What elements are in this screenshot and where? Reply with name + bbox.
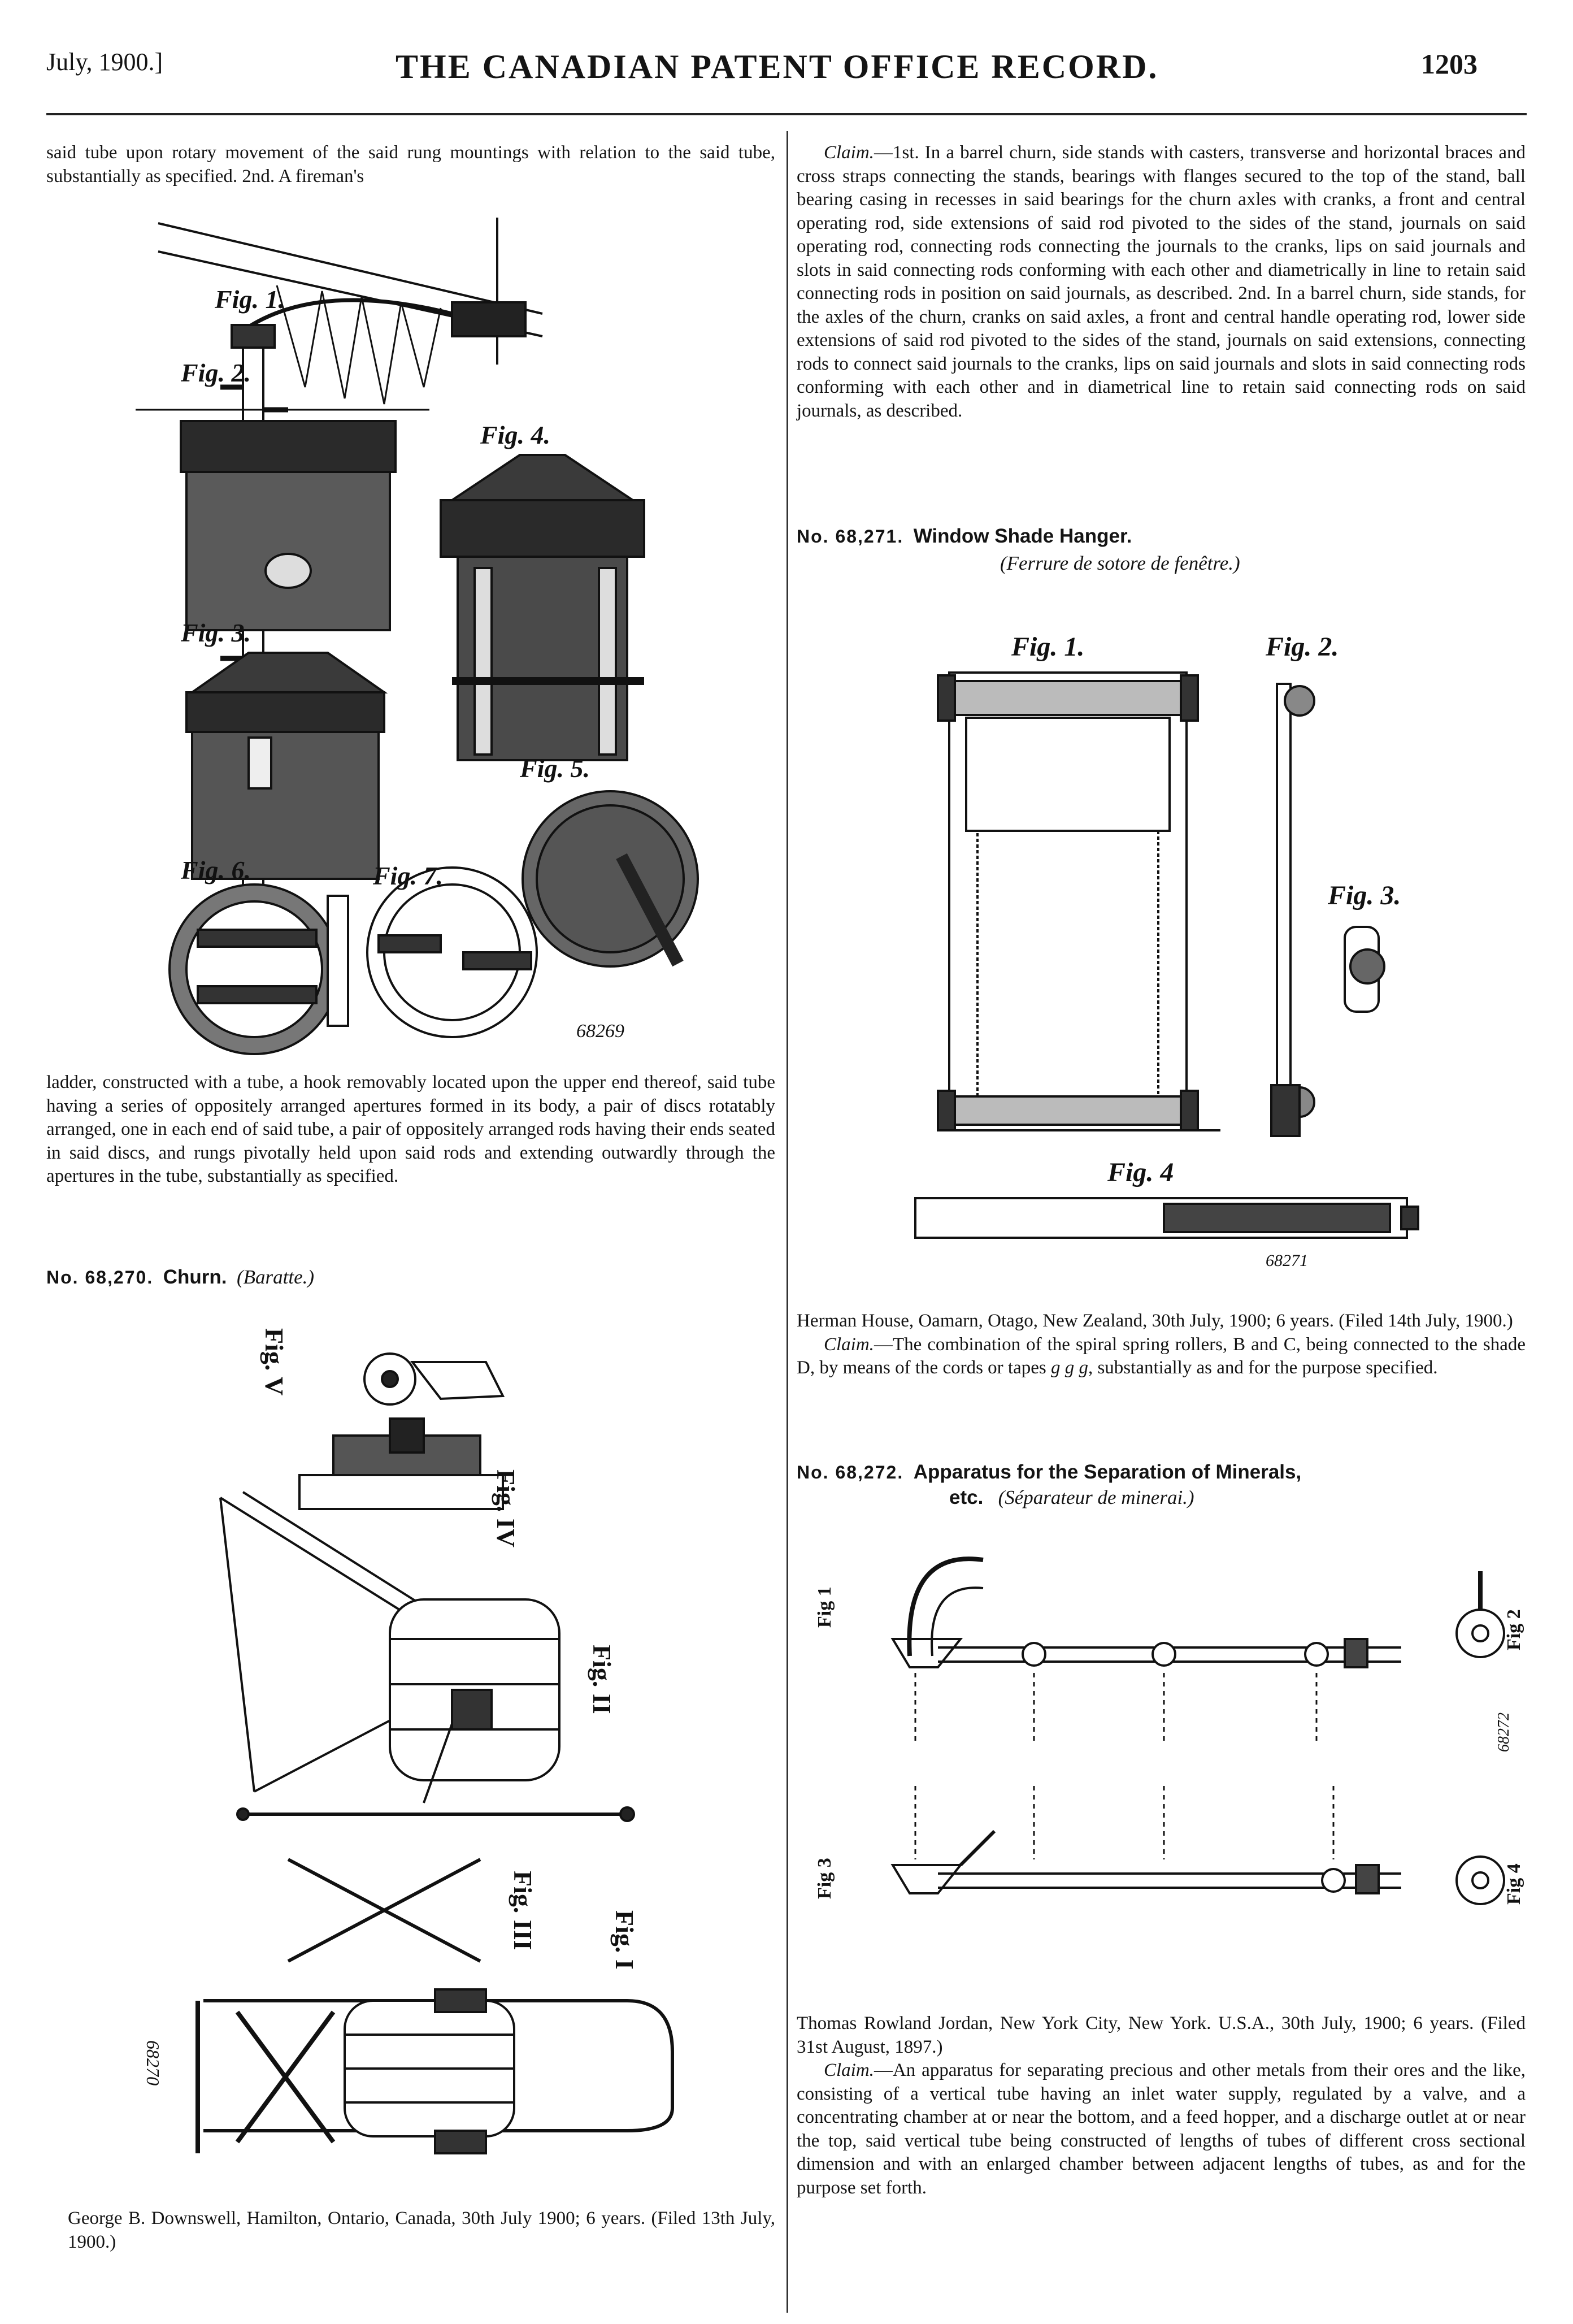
ladder-fig-1-label: Fig. 1. — [214, 285, 285, 314]
ladder-fig-7-label: Fig. 7. — [372, 861, 443, 890]
ladder-patent-drawing: Fig. 1. Fig. 2. Fig. 3. Fig. 4. Fig. 5. … — [136, 218, 699, 1055]
header-date: July, 1900.] — [46, 48, 163, 76]
patent-68271-translation: (Ferrure de sotore de fenêtre.) — [1000, 552, 1240, 574]
patent-68272-translation: (Séparateur de minerai.) — [998, 1486, 1194, 1508]
shade-fig-1-label: Fig. 1. — [1011, 632, 1084, 662]
ladder-fig-6-label: Fig. 6. — [180, 856, 251, 884]
patent-68270-claim: Claim.—1st. In a barrel churn, side stan… — [797, 142, 1526, 421]
ladder-fig-4-label: Fig. 4. — [480, 420, 550, 449]
patent-68270-heading: No. 68,270. Churn. (Baratte.) — [46, 1265, 314, 1290]
separator-fig-4-label: Fig 4 — [1504, 1863, 1524, 1905]
churn-fig-4-label: Fig. IV — [492, 1469, 520, 1547]
shade-drawing-number: 68271 — [1266, 1251, 1308, 1270]
patent-68272-claim: Claim.—An apparatus for separating preci… — [797, 2060, 1526, 2198]
patent-68271-inventor: Herman House, Oamarn, Otago, New Zealand… — [797, 1311, 1513, 1331]
patent-68271-details: Herman House, Oamarn, Otago, New Zealand… — [797, 1310, 1526, 1380]
churn-fig-5-label: Fig. V — [260, 1328, 289, 1395]
shade-fig-3-label: Fig. 3. — [1327, 881, 1401, 910]
patent-68271-number: No. 68,271. — [797, 526, 904, 547]
ladder-fig-5-label: Fig. 5. — [519, 754, 590, 783]
left-intro-text: said tube upon rotary movement of the sa… — [46, 142, 775, 187]
patent-68270-inventor: George B. Downswell, Hamilton, Ontario, … — [68, 2208, 775, 2252]
patent-68272-details: Thomas Rowland Jordan, New York City, Ne… — [797, 2012, 1526, 2200]
mineral-separator-patent-drawing: Fig 1 Fig 2 Fig 3 Fig 4 68272 — [814, 1556, 1524, 1905]
ladder-drawing-number: 68269 — [576, 1021, 624, 1042]
churn-drawing-number: 68270 — [143, 2040, 163, 2085]
patent-68271-heading: No. 68,271. Window Shade Hanger. — [797, 524, 1132, 549]
patent-68271-name: Window Shade Hanger. — [913, 525, 1132, 547]
page-number: 1203 — [1421, 48, 1478, 80]
patent-68272-inventor: Thomas Rowland Jordan, New York City, Ne… — [797, 2013, 1526, 2057]
patent-68272-heading: No. 68,272. Apparatus for the Separation… — [797, 1460, 1301, 1485]
column-divider — [786, 131, 788, 2313]
header-rule — [46, 113, 1527, 115]
patent-68272-heading-line2: etc. (Séparateur de minerai.) — [949, 1485, 1194, 1510]
patent-68270-translation: (Baratte.) — [236, 1266, 315, 1288]
shade-fig-2-label: Fig. 2. — [1265, 632, 1339, 662]
churn-patent-drawing: Fig. V Fig. IV Fig. II Fig. III Fig. I 6… — [143, 1328, 674, 2154]
patent-68271-claim: Claim.—The combination of the spiral spr… — [797, 1334, 1526, 1378]
window-shade-patent-drawing: Fig. 1. Fig. 2. Fig. 3. Fig. 4 68271 — [914, 632, 1419, 1270]
separator-drawing-number: 68272 — [1495, 1712, 1513, 1752]
patent-68272-name-line1: Apparatus for the Separation of Minerals… — [913, 1461, 1302, 1483]
separator-fig-2-label: Fig 2 — [1504, 1609, 1524, 1650]
separator-fig-1-label: Fig 1 — [814, 1586, 835, 1628]
churn-fig-1-label: Fig. I — [610, 1910, 639, 1970]
patent-68272-name-line2: etc. — [949, 1486, 984, 1508]
ladder-claim-continuation: ladder, constructed with a tube, a hook … — [46, 1072, 775, 1186]
claim-label: Claim. — [824, 142, 874, 163]
churn-fig-3-label: Fig. III — [509, 1871, 537, 1950]
header-title: THE CANADIAN PATENT OFFICE RECORD. — [396, 48, 1159, 85]
patent-68272-number: No. 68,272. — [797, 1462, 904, 1482]
ladder-fig-2-label: Fig. 2. — [180, 358, 251, 387]
patent-68270-number: No. 68,270. — [46, 1267, 154, 1287]
separator-fig-3-label: Fig 3 — [814, 1858, 835, 1899]
patent-68270-name: Churn. — [163, 1266, 227, 1288]
shade-fig-4-label: Fig. 4 — [1107, 1157, 1174, 1187]
ladder-fig-3-label: Fig. 3. — [180, 618, 251, 647]
churn-fig-2-label: Fig. II — [588, 1645, 616, 1714]
